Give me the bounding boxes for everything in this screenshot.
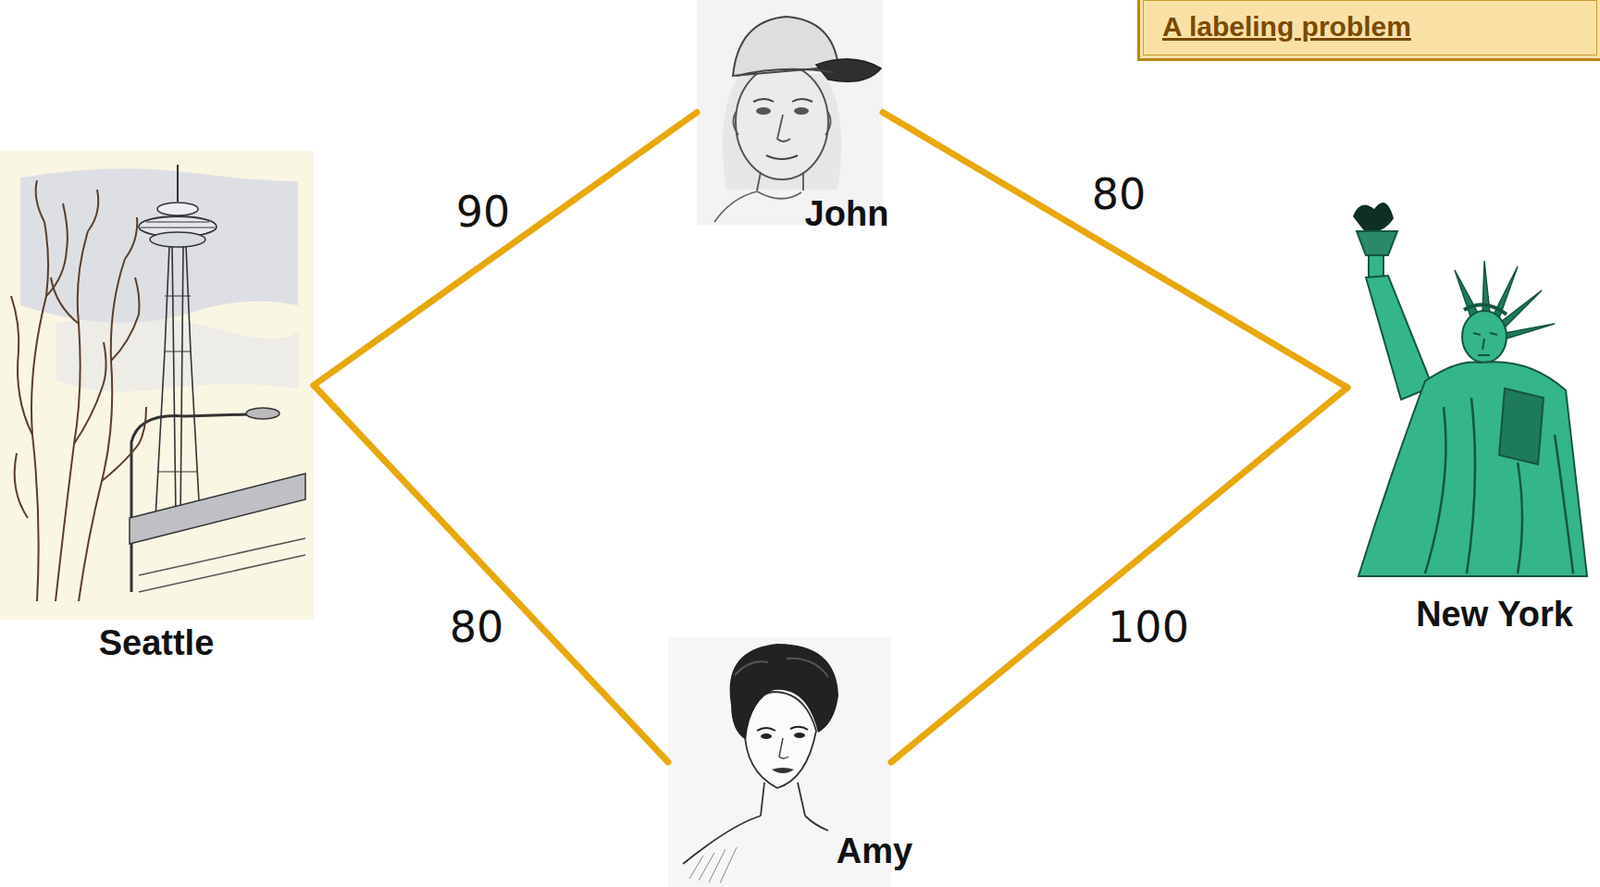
place-name: Amy <box>836 832 913 872</box>
edge-weight: 100 <box>1107 606 1190 649</box>
edge-line <box>313 112 697 386</box>
seattle-picture <box>0 150 314 621</box>
john-picture <box>696 0 883 225</box>
place-name: Seattle <box>99 624 215 664</box>
new-york-picture <box>1352 202 1588 577</box>
edge-weight: 80 <box>449 606 505 649</box>
picture-node: John <box>696 0 883 225</box>
edge-weight: 90 <box>456 190 511 234</box>
edge-line <box>891 387 1348 763</box>
picture-node: Seattle <box>0 150 314 621</box>
title-box: A labeling problem <box>1137 0 1600 62</box>
place-name: New York <box>1415 595 1574 635</box>
edge-line <box>882 112 1348 389</box>
edge-weight: 80 <box>1091 173 1147 216</box>
edge-line <box>313 385 669 764</box>
picture-node: Amy <box>668 637 892 887</box>
picture-node: New York <box>1347 198 1588 577</box>
place-name: John <box>805 195 890 235</box>
title-text: A labeling problem <box>1162 10 1600 44</box>
